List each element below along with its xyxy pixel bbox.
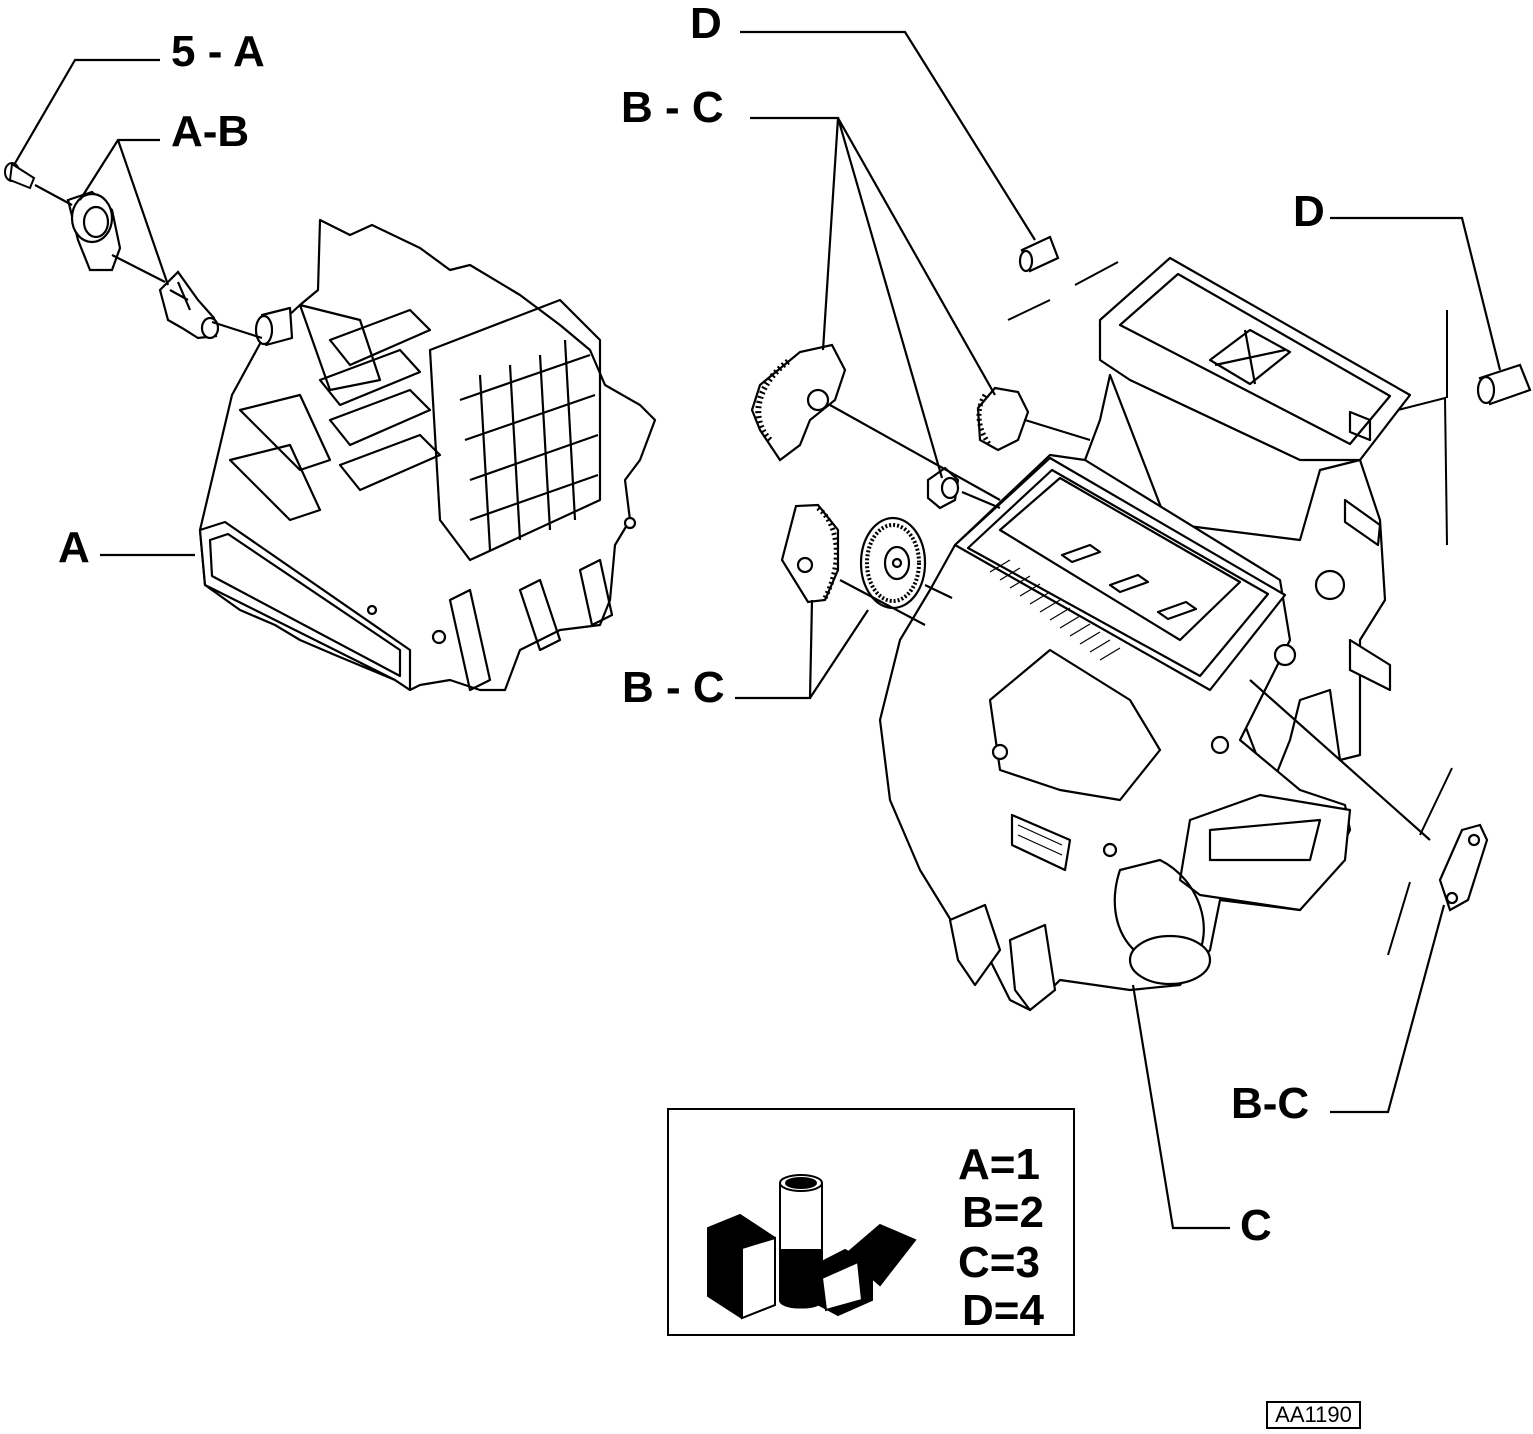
- lever-small-upper: [976, 386, 1030, 452]
- bracket-part: [158, 270, 220, 340]
- legend-line-c: C=3: [958, 1238, 1040, 1287]
- legend-line-b: B=2: [962, 1188, 1044, 1237]
- legend-line-a: A=1: [958, 1140, 1040, 1189]
- callout-cap-d-top: D: [690, 0, 722, 48]
- legend-line-d: D=4: [962, 1286, 1044, 1335]
- leader-lines: [13, 30, 1502, 1230]
- break-marks: [1007, 261, 1453, 956]
- cap-part-right: [1476, 363, 1532, 406]
- gear-wheel: [859, 516, 927, 610]
- actuator-lever-mid: [780, 503, 840, 604]
- housing-c-drawing: [878, 256, 1412, 1012]
- callout-clip-ab: A-B: [171, 107, 250, 156]
- callout-levers-bc-top: B - C: [621, 83, 724, 132]
- callout-lever-bc-right: B-C: [1231, 1079, 1310, 1128]
- actuator-lever-large: [750, 343, 847, 462]
- drawing-code: AA1190: [1266, 1401, 1361, 1429]
- quantity-legend: [667, 1108, 1075, 1336]
- link-lever-right: [1438, 823, 1489, 912]
- screw-part: [4, 162, 36, 190]
- housing-a-drawing: [198, 218, 657, 692]
- fiat-parts-packaging-icon: [707, 1174, 917, 1320]
- callout-screw-5a: 5 - A: [171, 27, 265, 76]
- pivot-pin: [926, 466, 960, 510]
- callout-housing-c: C: [1240, 1201, 1272, 1250]
- callout-cap-d-right: D: [1293, 187, 1325, 236]
- callout-gears-bc-left: B - C: [622, 663, 725, 712]
- callout-housing-a: A: [58, 523, 90, 572]
- clip-part: [66, 190, 122, 272]
- cap-part-top: [1018, 235, 1060, 273]
